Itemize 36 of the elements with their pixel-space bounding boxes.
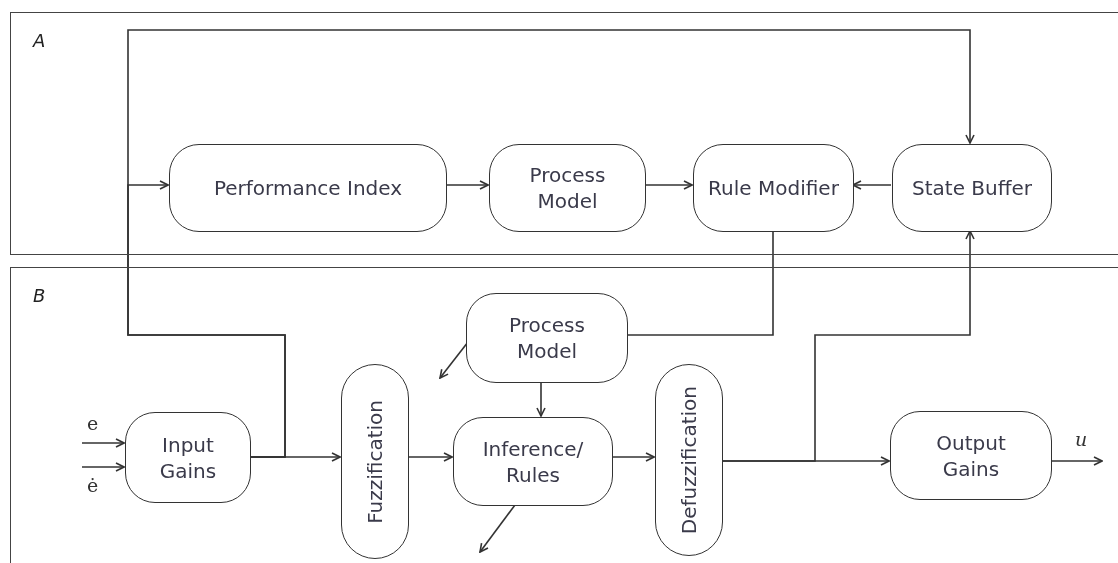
signal-label: ė xyxy=(86,476,100,495)
box-label: Inference/ Rules xyxy=(481,435,585,488)
arrow xyxy=(721,230,975,462)
arrow xyxy=(852,180,892,190)
process-box xyxy=(453,417,613,506)
arrow xyxy=(479,504,516,553)
process-box xyxy=(890,411,1052,500)
box-label: Process Model xyxy=(528,162,607,214)
panel-region xyxy=(10,12,1118,255)
box-label: Defuzzification xyxy=(676,385,702,535)
box-label: Process Model xyxy=(508,312,586,364)
process-box xyxy=(489,144,646,232)
arrow xyxy=(536,381,546,417)
panel-region xyxy=(10,267,1118,563)
process-box xyxy=(466,293,628,383)
arrow xyxy=(407,452,453,462)
box-label: Fuzzification xyxy=(362,399,388,524)
process-box xyxy=(693,144,854,232)
panel-label: A xyxy=(33,29,46,53)
arrow xyxy=(127,29,975,458)
box-label: Performance Index xyxy=(212,175,404,201)
process-box xyxy=(125,412,251,503)
arrow xyxy=(81,438,125,448)
box-label: Output Gains xyxy=(935,429,1007,482)
box-label: Rule Modifier xyxy=(707,175,840,201)
process-box xyxy=(169,144,447,232)
arrow xyxy=(445,180,489,190)
connector-line xyxy=(626,230,774,336)
arrow xyxy=(644,180,693,190)
panel-label: B xyxy=(33,284,46,308)
box-label: Input Gains xyxy=(158,431,218,484)
arrow xyxy=(611,452,655,462)
process-box xyxy=(892,144,1052,232)
arrow xyxy=(81,462,125,472)
box-label: State Buffer xyxy=(911,175,1033,201)
arrow xyxy=(1050,456,1103,466)
